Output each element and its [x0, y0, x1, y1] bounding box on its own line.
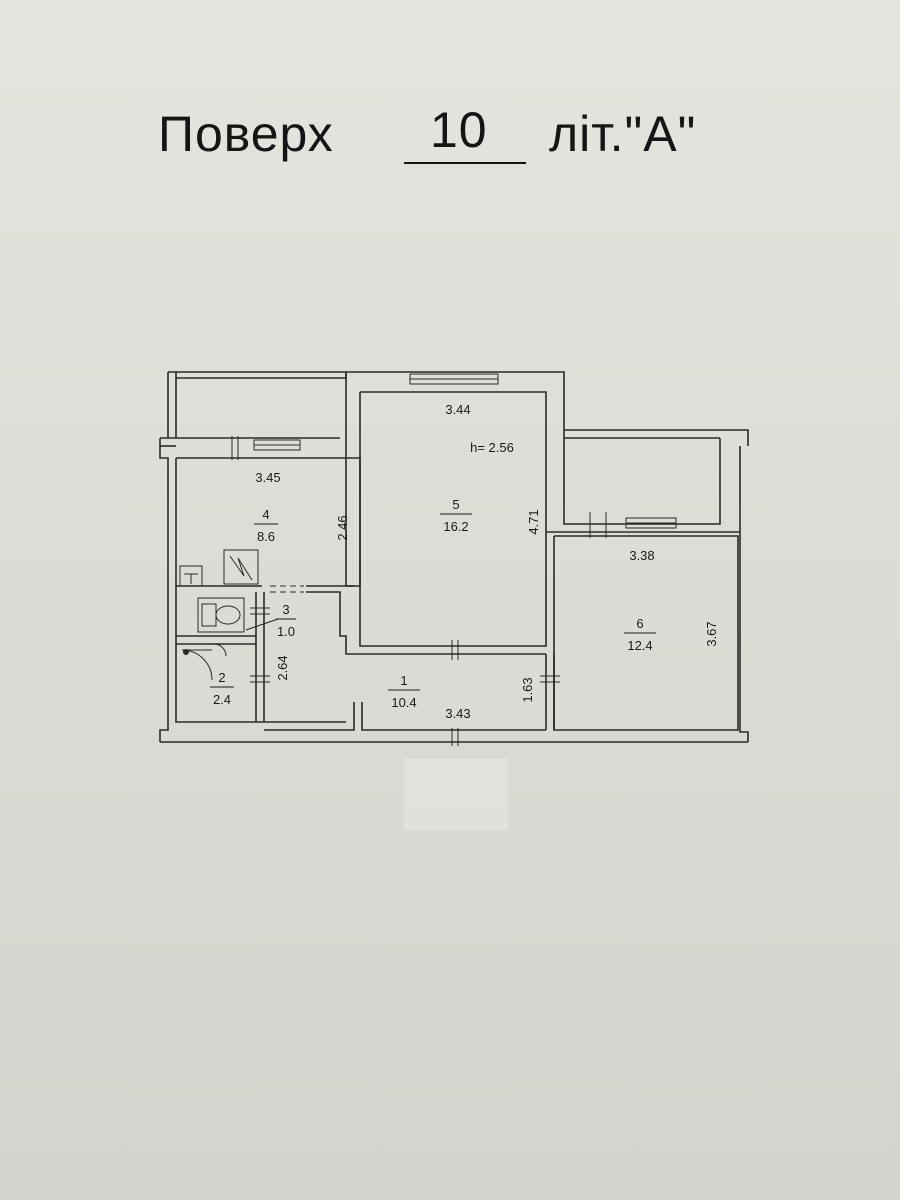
dim-room5-width: 3.44	[445, 402, 470, 417]
toilet-fixture	[197, 597, 245, 633]
floor-number-underline	[404, 162, 526, 164]
door-marks	[181, 585, 560, 746]
svg-text:1: 1	[400, 673, 407, 688]
floor-title: Поверх 10 літ."А"	[0, 100, 900, 170]
dim-room6-width: 3.38	[629, 548, 654, 563]
svg-text:12.4: 12.4	[627, 638, 652, 653]
dim-room1-depth: 1.63	[520, 677, 535, 702]
paper-smudge	[404, 758, 508, 830]
svg-text:5: 5	[452, 497, 459, 512]
boiler-fixture	[179, 565, 203, 587]
svg-text:16.2: 16.2	[443, 519, 468, 534]
svg-text:8.6: 8.6	[257, 529, 275, 544]
room-6-label: 6 12.4	[624, 616, 656, 653]
svg-text:4: 4	[262, 507, 269, 522]
floor-label: Поверх	[158, 106, 334, 162]
room-5-label: 5 16.2	[440, 497, 472, 534]
room-4-label: 4 8.6	[254, 507, 278, 544]
drain-fixture	[183, 649, 189, 655]
fixtures	[179, 549, 259, 655]
room-1-label: 1 10.4	[388, 673, 420, 710]
svg-text:3: 3	[282, 602, 289, 617]
room-2-label: 2 2.4	[210, 670, 234, 707]
svg-text:10.4: 10.4	[391, 695, 416, 710]
dim-room4-depth: 2.46	[335, 515, 350, 540]
svg-text:2: 2	[218, 670, 225, 685]
dim-room4-width: 3.45	[255, 470, 280, 485]
room-3-label: 3 1.0	[245, 602, 296, 639]
dim-room1-width: 3.43	[445, 706, 470, 721]
dim-room2-depth: 2.64	[275, 655, 290, 680]
svg-text:2.4: 2.4	[213, 692, 231, 707]
floor-number: 10	[430, 102, 488, 158]
litera-label: літ."А"	[549, 106, 697, 162]
windows	[231, 373, 677, 538]
dim-room6-depth: 3.67	[704, 621, 719, 646]
dim-room5-depth: 4.71	[526, 509, 541, 534]
stove-fixture	[223, 549, 259, 585]
svg-text:6: 6	[636, 616, 643, 631]
ceiling-height: h= 2.56	[470, 440, 514, 455]
outer-walls	[159, 371, 749, 743]
svg-text:1.0: 1.0	[277, 624, 295, 639]
